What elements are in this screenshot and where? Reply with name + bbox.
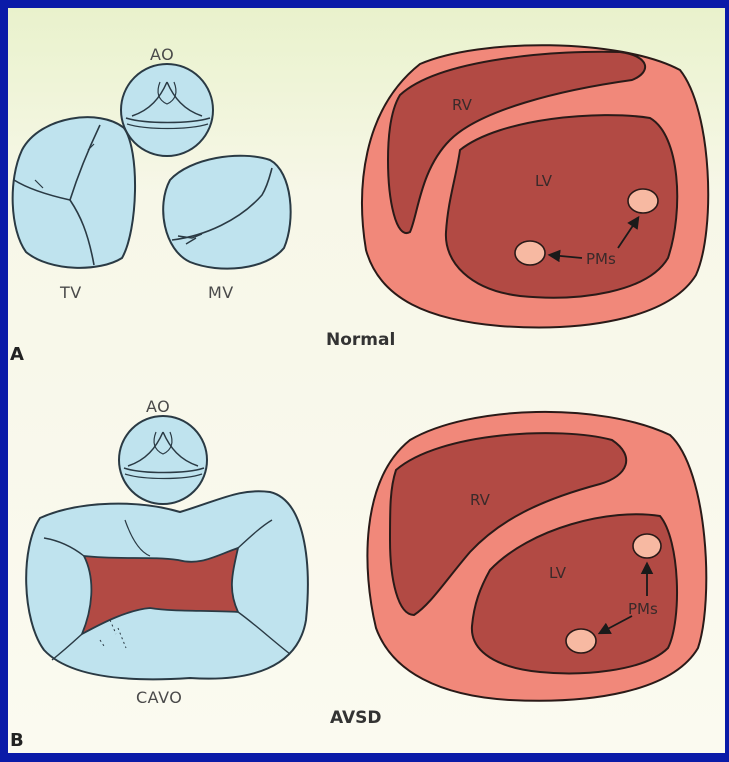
papillary-muscle-b1 [633, 534, 661, 558]
aortic-valve-a [121, 64, 213, 156]
common-av-valve [26, 491, 308, 679]
caption-normal: Normal [326, 330, 395, 350]
papillary-muscle-b2 [566, 629, 596, 653]
label-ao-a: AO [150, 45, 174, 64]
label-pms-b: PMs [628, 600, 658, 618]
label-rv-b: RV [470, 491, 491, 509]
papillary-muscle-a2 [628, 189, 658, 213]
label-tv: TV [59, 283, 82, 302]
label-mv: MV [208, 283, 234, 302]
tricuspid-valve [13, 117, 135, 268]
label-cavo: CAVO [136, 688, 182, 707]
ventricles-avsd [367, 412, 706, 701]
label-pms-a: PMs [586, 250, 616, 268]
label-lv-b: LV [549, 564, 567, 582]
mitral-valve [163, 156, 290, 269]
caption-avsd: AVSD [330, 708, 382, 728]
papillary-muscle-a1 [515, 241, 545, 265]
aortic-valve-b [119, 416, 207, 504]
label-rv-a: RV [452, 96, 473, 114]
label-ao-b: AO [146, 397, 170, 416]
panel-letter-a: A [10, 344, 24, 365]
label-lv-a: LV [535, 172, 553, 190]
panel-letter-b: B [10, 730, 24, 751]
